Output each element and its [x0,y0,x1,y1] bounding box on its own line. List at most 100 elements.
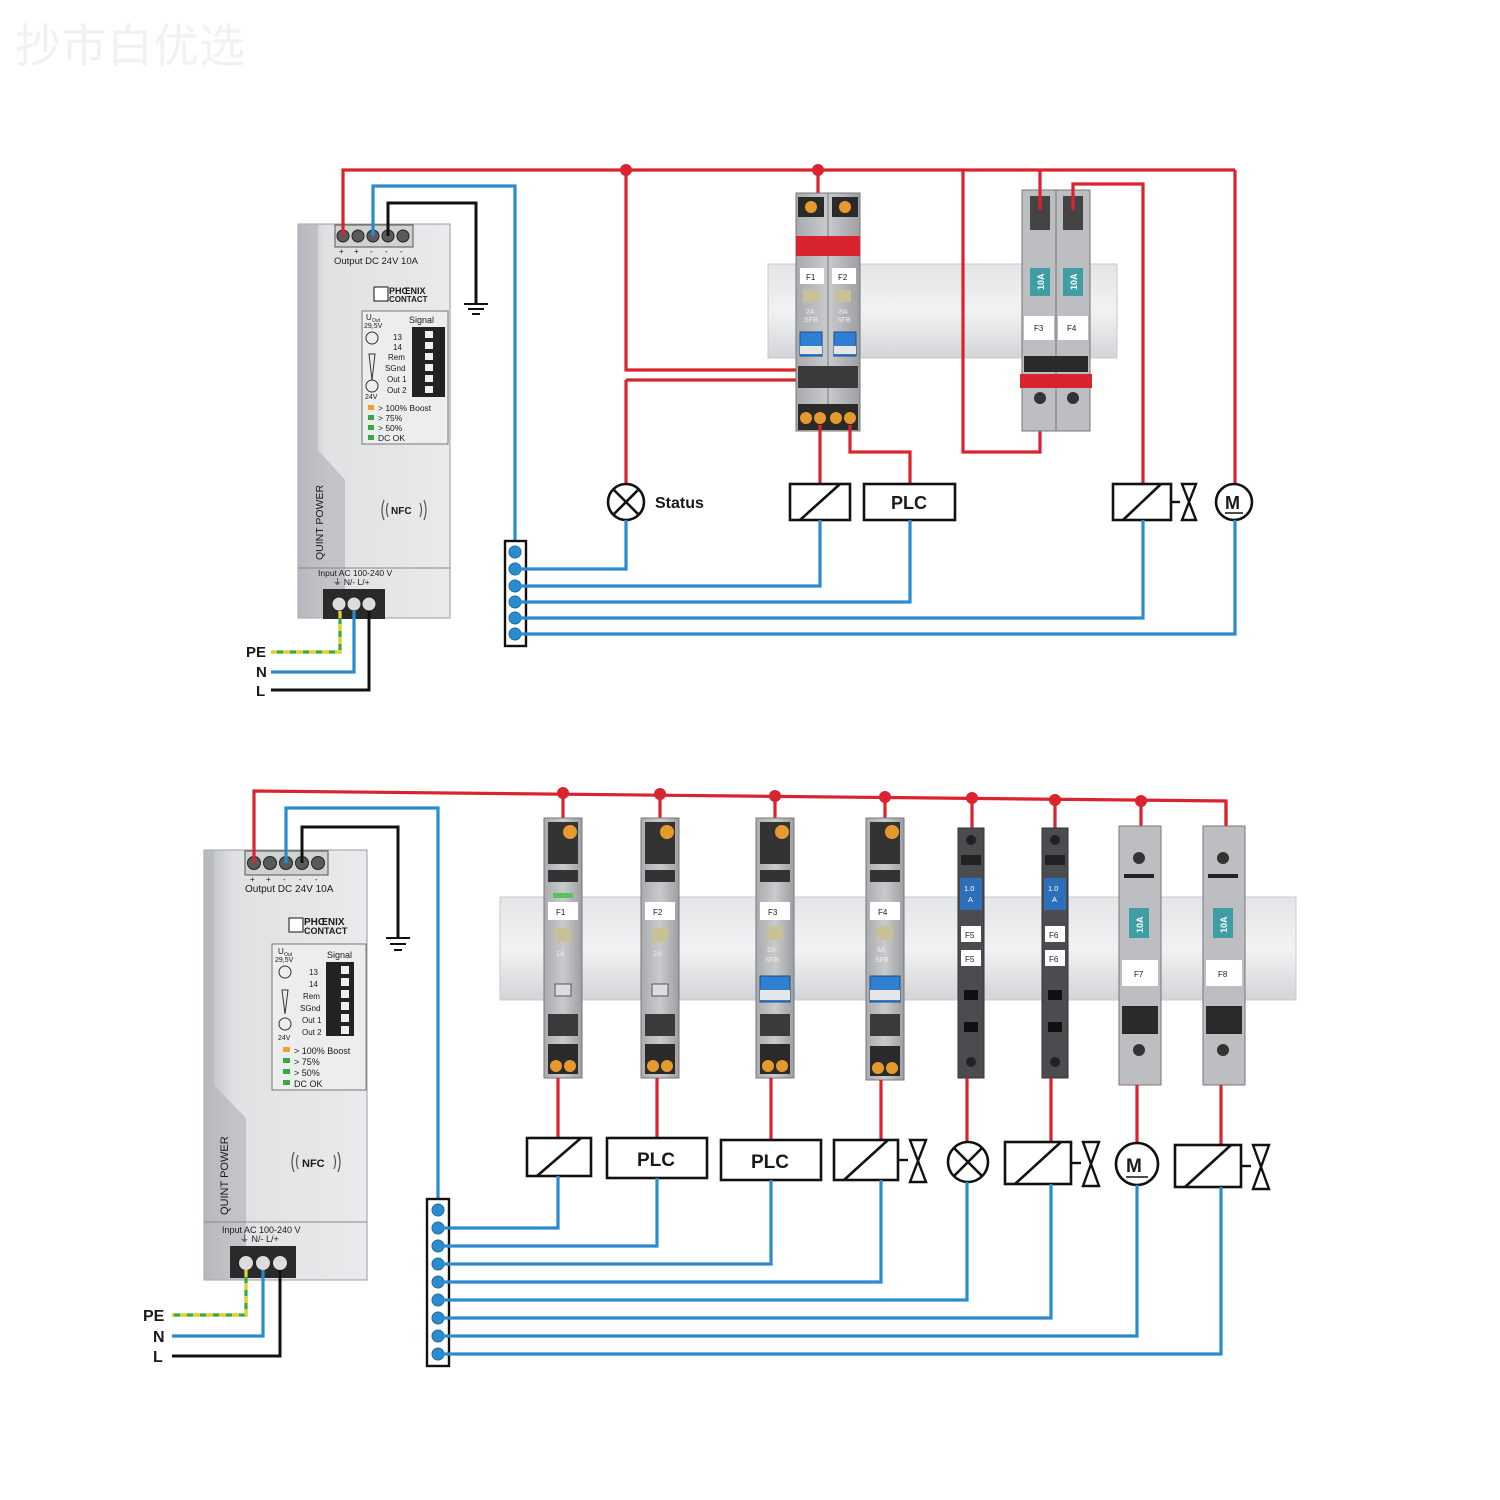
pe-wire-stripe [172,1270,248,1317]
led-indicator [368,435,374,440]
diagram-1: + + - - - Output DC 24V 10A PHŒNIX CONTA… [246,164,1254,700]
motor: M [1114,1141,1160,1187]
led-indicator [283,1069,290,1074]
relay-return-wire [515,520,822,588]
potentiometer-icon [278,1017,292,1031]
terminal-sign: + [354,247,359,256]
junction-dot [812,164,824,176]
relay-coil [525,1136,593,1178]
breaker-rating: 1A [556,951,565,958]
valve-icon [908,1138,928,1184]
uout-sub: Out [284,952,293,958]
valve-coil [1003,1140,1101,1188]
pe-label: PE [246,644,266,661]
thermal-breaker-f3-f4: 10A 10A F3 F4 [1020,189,1092,432]
plc-label: PLC [751,1152,789,1173]
thermal-rating: 10A [1135,916,1145,933]
thermal-rating: 10A [1069,273,1079,290]
voltage-24: 24V [278,1035,291,1042]
f2-plc-wire [848,425,912,484]
output-label: Output DC 24V 10A [245,884,334,895]
breaker-toggle[interactable] [651,983,669,997]
terminal-sign: - [400,247,403,256]
valve-icon [1251,1143,1271,1191]
breaker-type: SFB [875,957,889,964]
breaker-rating: 8A [877,947,886,954]
breaker-id: F1 [806,273,816,282]
uout-label: U [278,947,284,956]
thermal-id: F7 [1134,970,1144,979]
uout-label: U [366,313,372,322]
thermal-rating: 10A [1036,273,1046,290]
led-indicator [368,405,374,410]
signal-pin: Rem [388,353,405,362]
valve-icon [1180,482,1198,522]
breaker-type: SFB [804,317,818,324]
brand-line2: CONTACT [304,926,348,936]
thermal-id: F3 [1034,324,1044,333]
breaker-type: SFB [765,957,779,964]
status-lamp [606,482,646,522]
terminal-sign: - [283,875,286,884]
product-name: QUINT POWER [314,485,326,560]
positive-bus [341,168,1235,236]
motor-label: M [1126,1156,1142,1177]
breaker-id: F3 [768,908,778,917]
fuse-rating-unit: A [1052,895,1057,904]
signal-pin: Out 1 [302,1016,322,1025]
breaker-toggle[interactable] [554,983,572,997]
breaker-rating: 2A [767,947,776,954]
led-label: > 50% [378,423,403,433]
breaker-id: F1 [556,908,566,917]
fuse-terminal-f5: 1.0 A F5 F5 [957,792,985,1079]
adjust-wedge-icon [368,353,376,381]
n-wire [271,611,356,674]
valve-coil [832,1138,928,1184]
l-label: L [153,1349,163,1366]
signal-pin: Out 2 [387,386,407,395]
uout-sub: Out [372,318,381,324]
n-wire [172,1270,265,1338]
nfc-label: NFC [391,506,412,517]
product-name: QUINT POWER [219,1136,231,1215]
terminal-sign: + [339,247,344,256]
n-label: N [153,1329,165,1346]
status-return-wire [515,520,628,571]
fuse-rating: 1.0 [964,884,974,893]
motor-label: M [1225,493,1240,513]
signal-panel-2: U Out 29,5V Signal 24V 13 14 Rem SGnd [271,943,367,1091]
signal-connector [412,327,445,397]
fuse-rating-unit: A [968,895,973,904]
motor: M [1214,482,1254,522]
breaker-id: F2 [653,908,663,917]
led-label: > 100% Boost [294,1046,351,1056]
fuse-id: F6 [1049,955,1059,964]
breaker-id: F4 [878,908,888,917]
terminal-sign: - [385,247,388,256]
negative-bus-feed-2 [284,806,440,1205]
breaker-type: SFB [837,317,851,324]
input-terminals: ⏚ N/- L/+ [240,1234,279,1244]
thermal-id: F8 [1218,970,1228,979]
fuse-id: F5 [965,955,975,964]
signal-title: Signal [327,950,352,960]
input-terminals: ⏚ N/- L/+ [333,577,370,587]
valve-coil [1173,1143,1271,1191]
power-supply-1: + + - - - Output DC 24V 10A PHŒNIX CONTA… [297,223,451,619]
status-label: Status [655,495,704,512]
led-label: > 100% Boost [378,403,432,413]
thermal-breaker-f8: 10A F8 [1202,801,1246,1086]
breaker-rating: 2A [653,951,662,958]
breaker-f3: F3 2A SFB [755,790,795,1079]
valve-return-wire [515,520,1145,620]
signal-pin: SGnd [300,1004,320,1013]
pe-label: PE [143,1308,165,1325]
positive-bus-2 [252,789,1228,863]
terminal-sign: - [315,875,318,884]
plc-label: PLC [891,493,927,513]
input-label: Input AC 100-240 V [318,568,393,578]
l-wire [172,1270,282,1358]
signal-pin: Out 2 [302,1028,322,1037]
signal-panel-1: U Out 29,5V Signal 24V 13 14 Rem SGnd [361,310,449,445]
breaker-id: F2 [838,273,848,282]
